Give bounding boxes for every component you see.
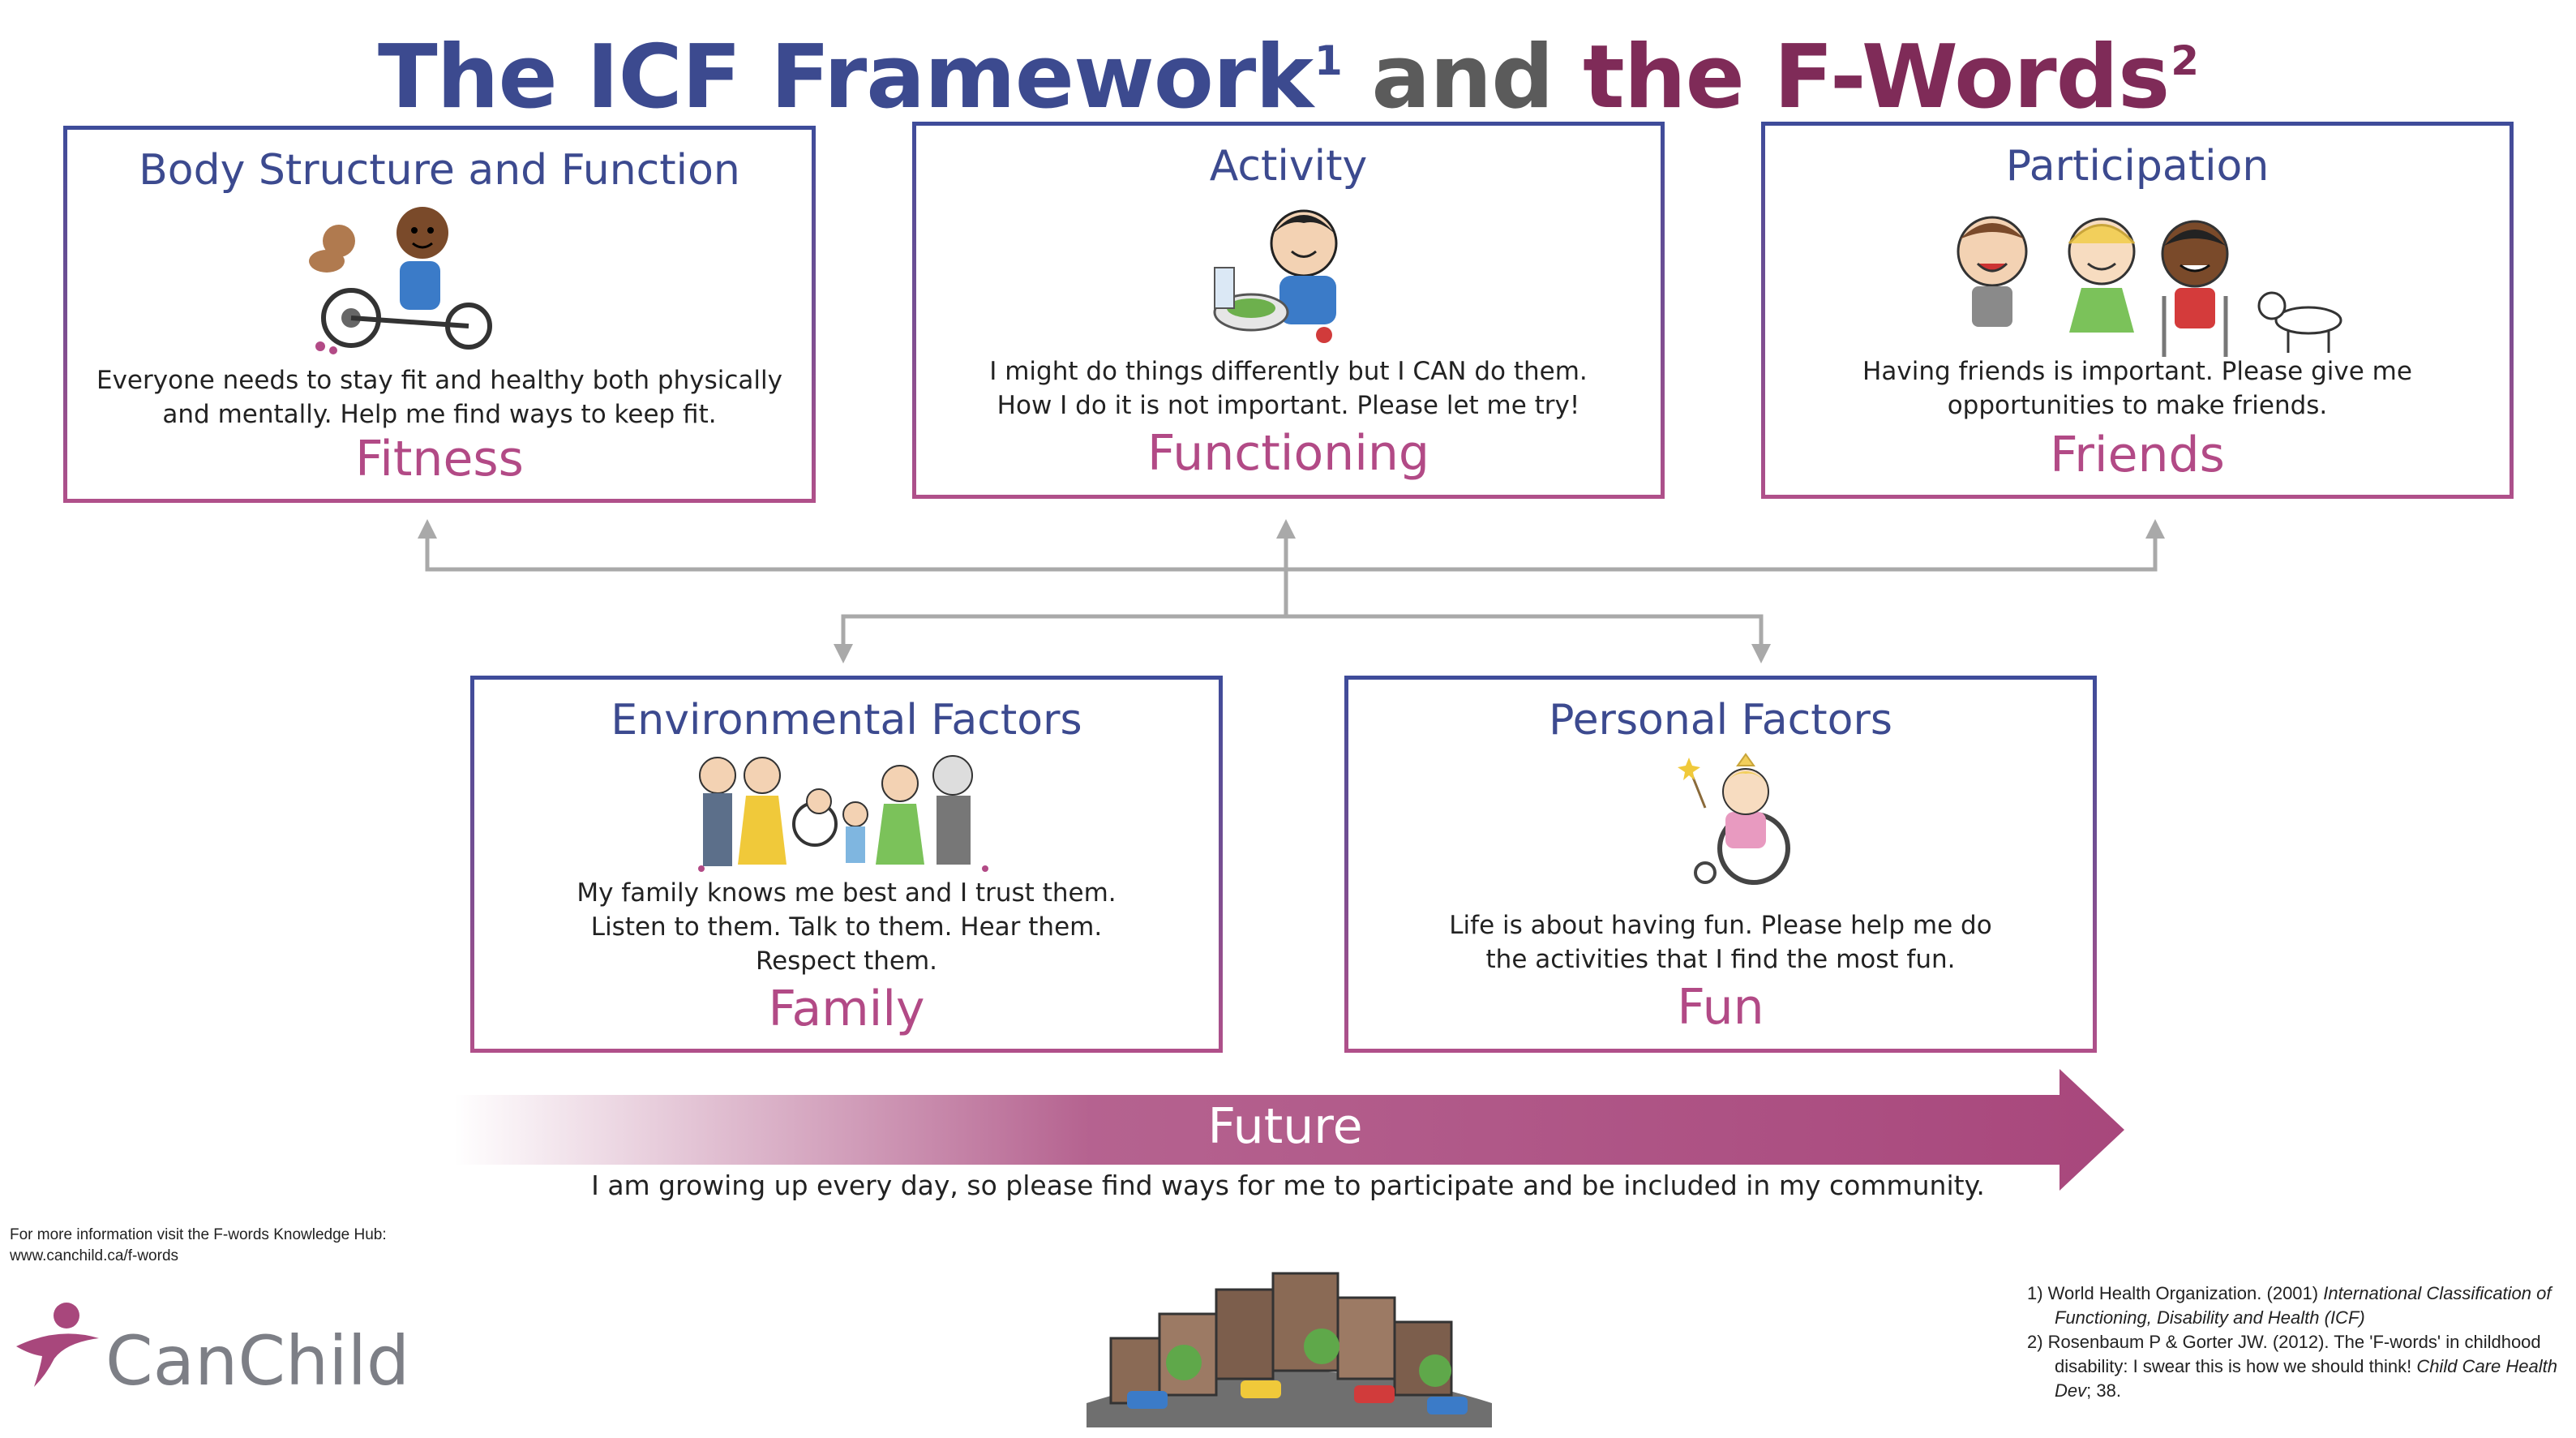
box-desc-line: Everyone needs to stay fit and healthy b… xyxy=(96,366,782,395)
box-environmental-factors: Environmental Factors My family knows me… xyxy=(470,676,1223,1053)
fword-fitness: Fitness xyxy=(355,431,524,487)
fword-friends: Friends xyxy=(2050,427,2225,483)
reference-2: 2) Rosenbaum P & Gorter JW. (2012). The … xyxy=(2027,1330,2570,1403)
box-desc-line: How I do it is not important. Please let… xyxy=(997,391,1580,420)
box-desc-line: the activities that I find the most fun. xyxy=(1485,945,1956,974)
box-desc-line: Listen to them. Talk to them. Hear them. xyxy=(590,912,1103,942)
canchild-logo-text: CanChild xyxy=(105,1321,410,1401)
connector-arrows xyxy=(418,519,2165,663)
reference-2-journal: Child Care Health Dev xyxy=(2055,1356,2557,1401)
box-desc: My family knows me best and I trust them… xyxy=(499,876,1194,978)
page-title: The ICF Framework1 and the F-Words2 xyxy=(0,8,2576,131)
family-group-icon xyxy=(698,755,988,872)
three-friends-dog-icon xyxy=(1957,216,2342,357)
box-desc-line: My family knows me best and I trust them… xyxy=(576,878,1117,908)
box-personal-factors: Personal Factors Life is about having fu… xyxy=(1344,676,2097,1053)
title-sup-2: 2 xyxy=(2171,37,2199,84)
title-sup-1: 1 xyxy=(1314,37,1343,84)
box-desc-line: Having friends is important. Please give… xyxy=(1862,357,2412,386)
references: 1) World Health Organization. (2001) Int… xyxy=(2027,1281,2570,1403)
box-desc-line: and mentally. Help me find ways to keep … xyxy=(162,400,717,429)
box-desc: Life is about having fun. Please help me… xyxy=(1373,908,2068,977)
fword-functioning: Functioning xyxy=(1147,425,1429,482)
fword-fun: Fun xyxy=(1677,979,1764,1036)
canchild-logo-icon xyxy=(16,1303,99,1387)
more-info: For more information visit the F-words K… xyxy=(10,1225,577,1267)
box-heading: Activity xyxy=(1209,142,1368,191)
title-part-and: and xyxy=(1341,27,1584,128)
box-desc-line: I might do things differently but I CAN … xyxy=(989,357,1588,386)
box-body-structure: Body Structure and Function Everyone nee… xyxy=(63,126,816,503)
box-heading: Environmental Factors xyxy=(611,696,1082,745)
more-info-link[interactable]: www.canchild.ca/f-words xyxy=(10,1247,179,1264)
reference-1: 1) World Health Organization. (2001) Int… xyxy=(2027,1281,2570,1330)
box-desc-line: Life is about having fun. Please help me… xyxy=(1449,911,1992,940)
city-buildings-icon xyxy=(1087,1272,1492,1427)
title-part-icf: The ICF Framework xyxy=(377,27,1314,128)
box-desc: Having friends is important. Please give… xyxy=(1789,354,2485,423)
box-desc-line: opportunities to make friends. xyxy=(1947,391,2328,420)
girl-wheelchair-icon xyxy=(1678,753,1790,885)
reference-1-text: 1) World Health Organization. (2001) xyxy=(2027,1283,2324,1303)
future-description: I am growing up every day, so please fin… xyxy=(591,1170,1985,1201)
reference-2-text: 2) Rosenbaum P & Gorter JW. (2012). The … xyxy=(2027,1332,2541,1376)
reference-2-end: ; 38. xyxy=(2086,1380,2121,1401)
box-desc: Everyone needs to stay fit and healthy b… xyxy=(92,363,787,431)
box-heading: Participation xyxy=(2005,142,2270,191)
child-eating-icon xyxy=(1213,209,1338,343)
fword-family: Family xyxy=(768,981,925,1037)
box-desc-line: Respect them. xyxy=(755,947,938,976)
child-tricycle-dog-icon xyxy=(309,207,492,354)
box-heading: Personal Factors xyxy=(1549,696,1892,745)
box-participation: Participation Having friends is importan… xyxy=(1761,122,2514,499)
box-activity: Activity I might do things differently b… xyxy=(912,122,1665,499)
future-label: Future xyxy=(1207,1098,1363,1155)
more-info-text: For more information visit the F-words K… xyxy=(10,1226,387,1243)
title-part-fwords: the F-Words xyxy=(1583,27,2170,128)
box-desc: I might do things differently but I CAN … xyxy=(941,354,1636,423)
future-arrow xyxy=(454,1069,2124,1191)
box-heading: Body Structure and Function xyxy=(139,146,740,195)
reference-1-title: International Classification of Function… xyxy=(2055,1283,2552,1328)
